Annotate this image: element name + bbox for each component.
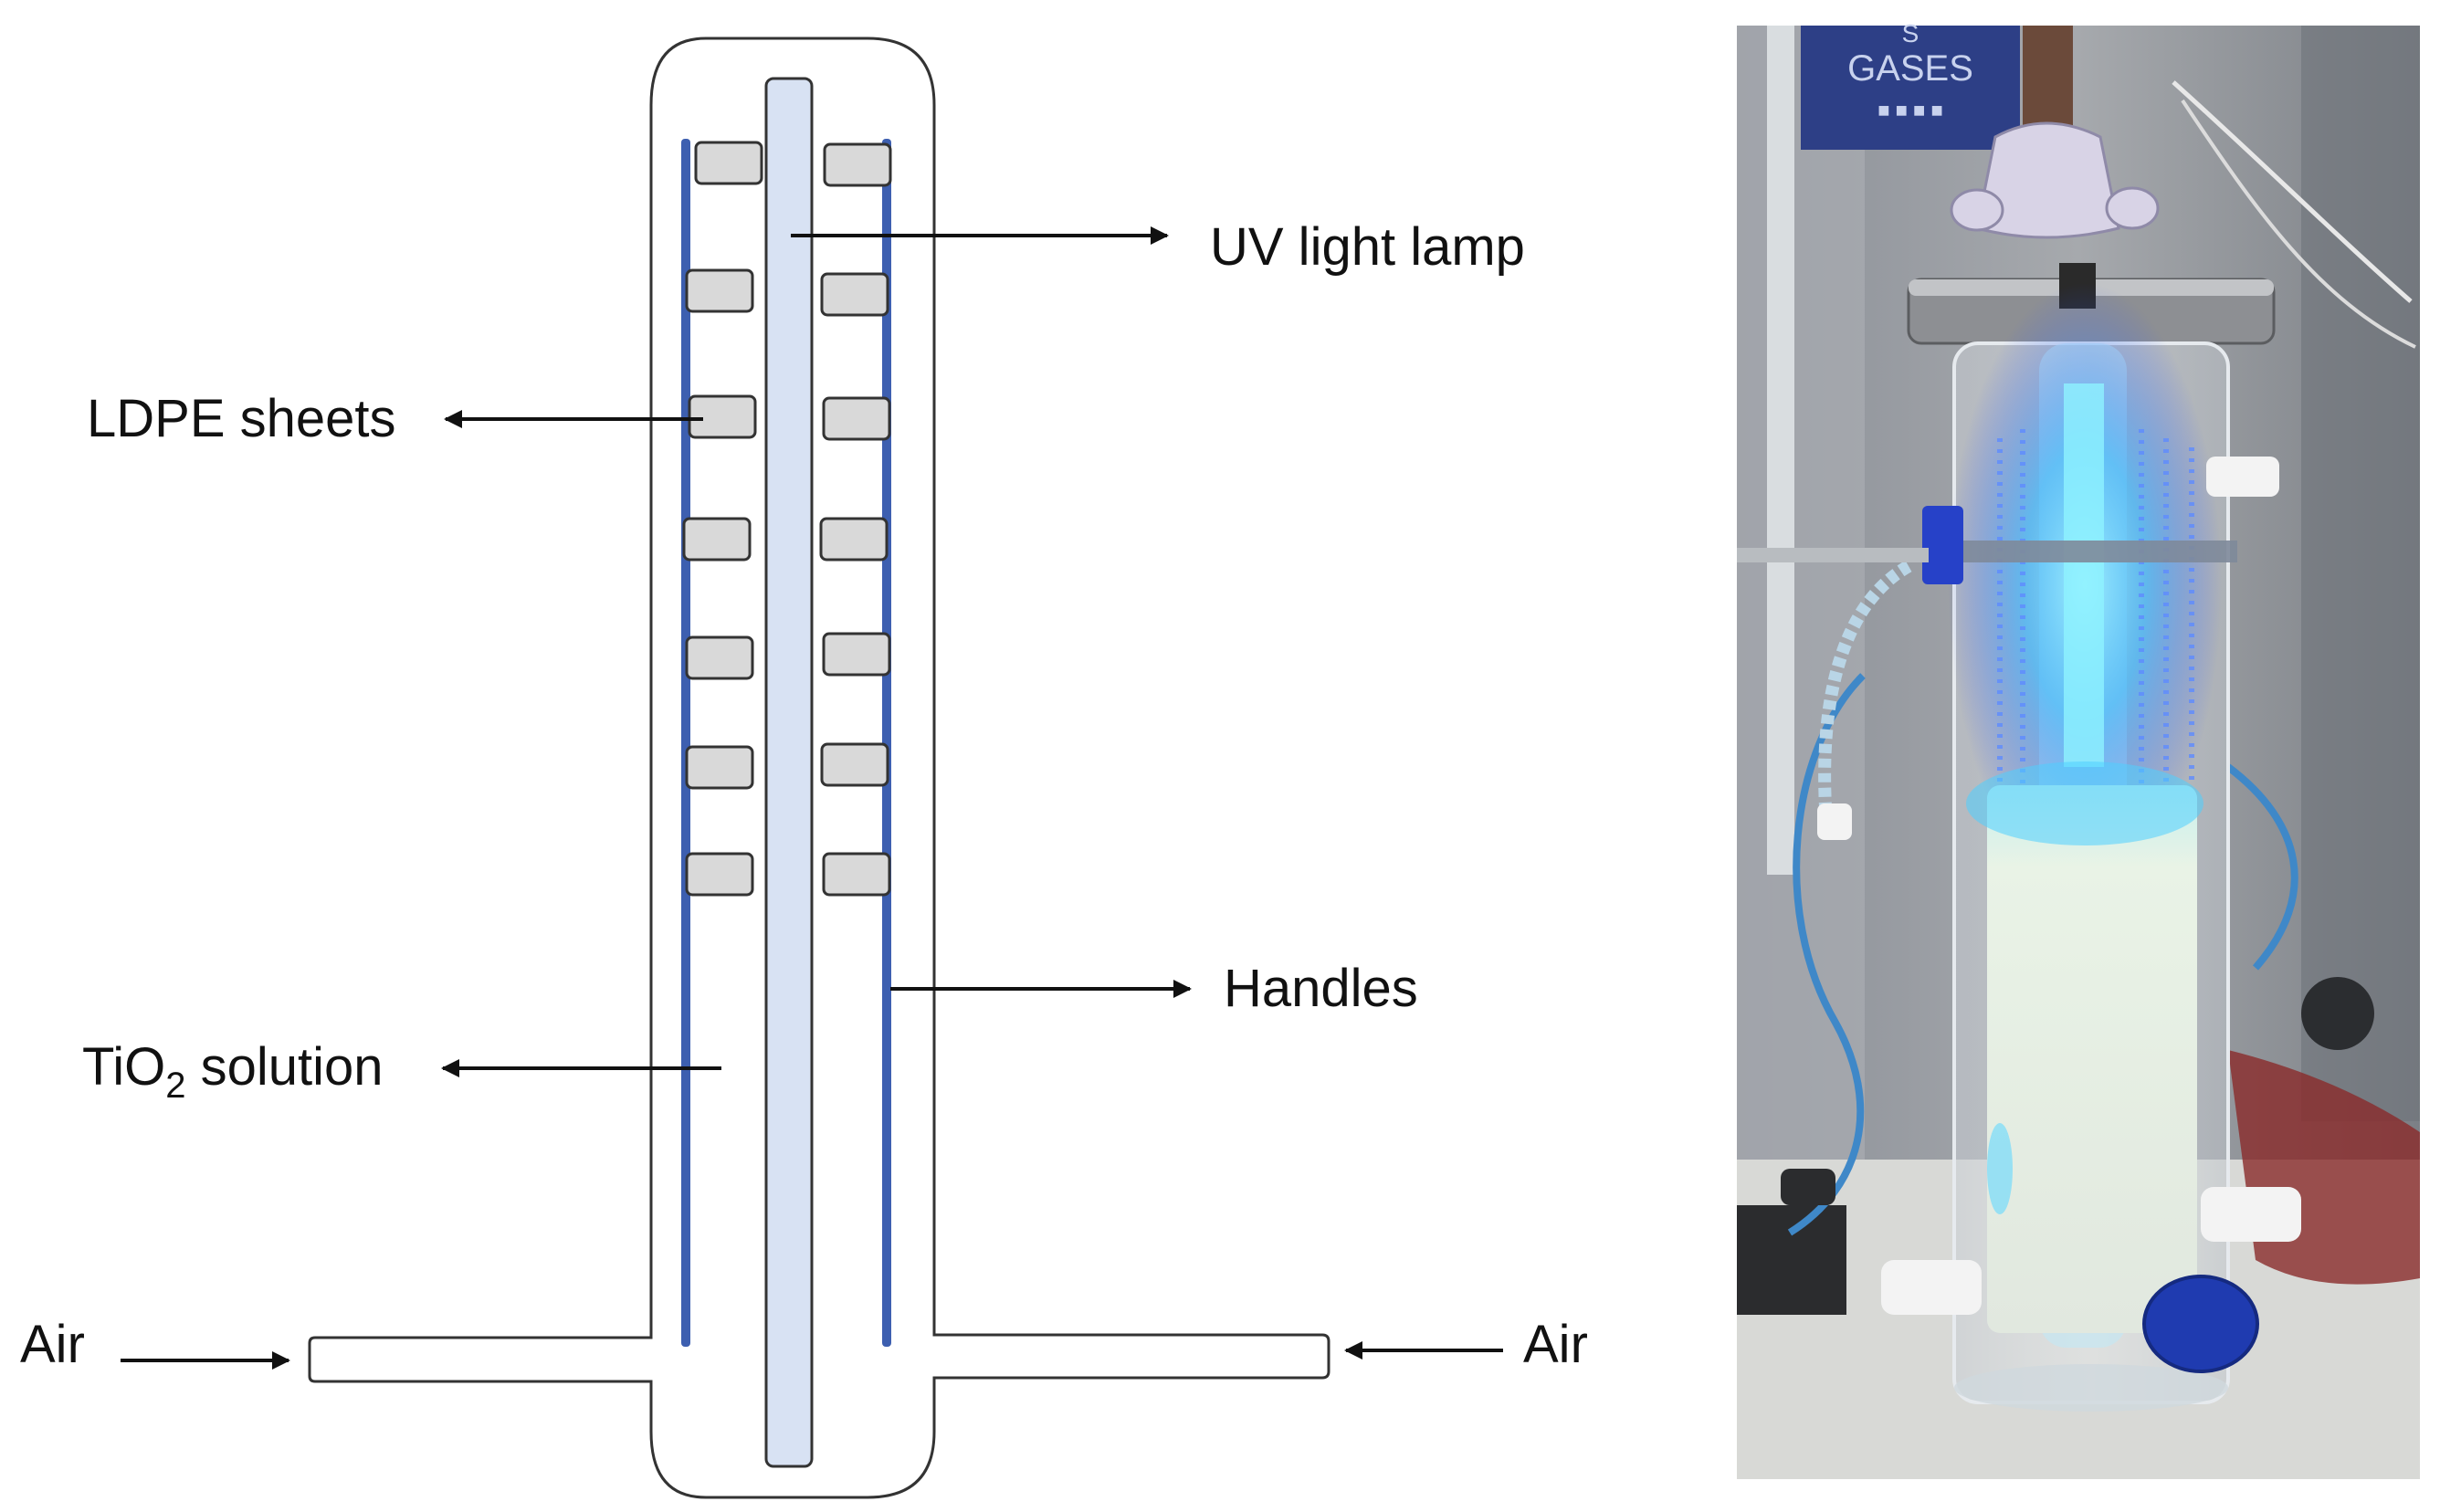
air-left-label: Air bbox=[20, 1315, 85, 1374]
ring-clamp bbox=[1927, 541, 2237, 562]
ldpe-sheet bbox=[819, 517, 889, 562]
ldpe-sheet bbox=[822, 852, 891, 897]
tio2-liquid bbox=[1987, 785, 2197, 1333]
handles-label: Handles bbox=[1224, 959, 1418, 1018]
reactor-photo: S GASES ■ ■ ■ ■ bbox=[1737, 19, 2420, 1479]
handle-left bbox=[681, 139, 690, 1347]
ldpe-sheet bbox=[685, 635, 754, 680]
ldpe-sheet bbox=[688, 394, 757, 439]
gases-sign bbox=[1801, 26, 2020, 150]
ldpe-sheets bbox=[682, 141, 892, 897]
blue-cap bbox=[2142, 1275, 2259, 1373]
ldpe-sheet bbox=[682, 517, 752, 562]
gases-sign-text-2: GASES bbox=[1847, 48, 1973, 89]
reactor-vessel bbox=[308, 37, 1330, 1499]
ldpe-sheet bbox=[820, 742, 889, 787]
reactor-cap bbox=[1975, 121, 2120, 239]
ldpe-sheet bbox=[685, 852, 754, 897]
ldpe-sheet bbox=[685, 745, 754, 790]
ldpe-sheets-label: LDPE sheets bbox=[87, 389, 396, 448]
ldpe-sheet bbox=[694, 141, 763, 185]
ldpe-sheet bbox=[823, 142, 892, 187]
bubble-strings bbox=[1997, 429, 2194, 785]
white-fitting bbox=[1817, 803, 1852, 840]
blue-clamp bbox=[1922, 506, 1963, 584]
reactor-schematic: UV light lamp LDPE sheets Handles TiO2 s… bbox=[20, 37, 1588, 1499]
air-right-label: Air bbox=[1523, 1315, 1588, 1374]
ldpe-sheet bbox=[685, 268, 754, 313]
white-fitting bbox=[2201, 1187, 2301, 1242]
ldpe-sheet bbox=[820, 272, 889, 317]
lamp-rod bbox=[2023, 26, 2073, 135]
wall-pipe bbox=[1767, 26, 1794, 875]
white-fitting bbox=[2206, 457, 2279, 497]
handle-right bbox=[882, 139, 891, 1347]
gases-sign-text-3: ■ ■ ■ ■ bbox=[1877, 99, 1943, 121]
ldpe-sheet bbox=[822, 396, 891, 441]
ldpe-sheet bbox=[822, 632, 891, 677]
uv-lamp bbox=[764, 77, 814, 1468]
uv-lamp-label: UV light lamp bbox=[1210, 217, 1525, 277]
tio2-solution-label: TiO2 solution bbox=[82, 1037, 384, 1106]
white-fitting bbox=[1881, 1260, 1982, 1315]
gases-sign-text-1: S bbox=[1902, 19, 1919, 47]
